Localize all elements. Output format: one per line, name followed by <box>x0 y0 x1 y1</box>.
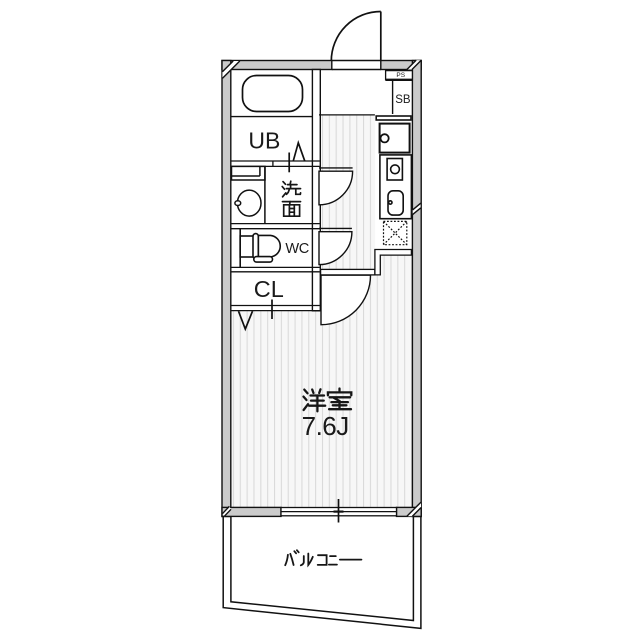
svg-text:PS: PS <box>396 72 405 79</box>
svg-text:CL: CL <box>254 276 284 302</box>
svg-text:UB: UB <box>248 128 280 154</box>
svg-text:7.6J: 7.6J <box>302 411 349 441</box>
svg-text:WC: WC <box>285 241 309 257</box>
svg-text:SB: SB <box>395 94 411 106</box>
